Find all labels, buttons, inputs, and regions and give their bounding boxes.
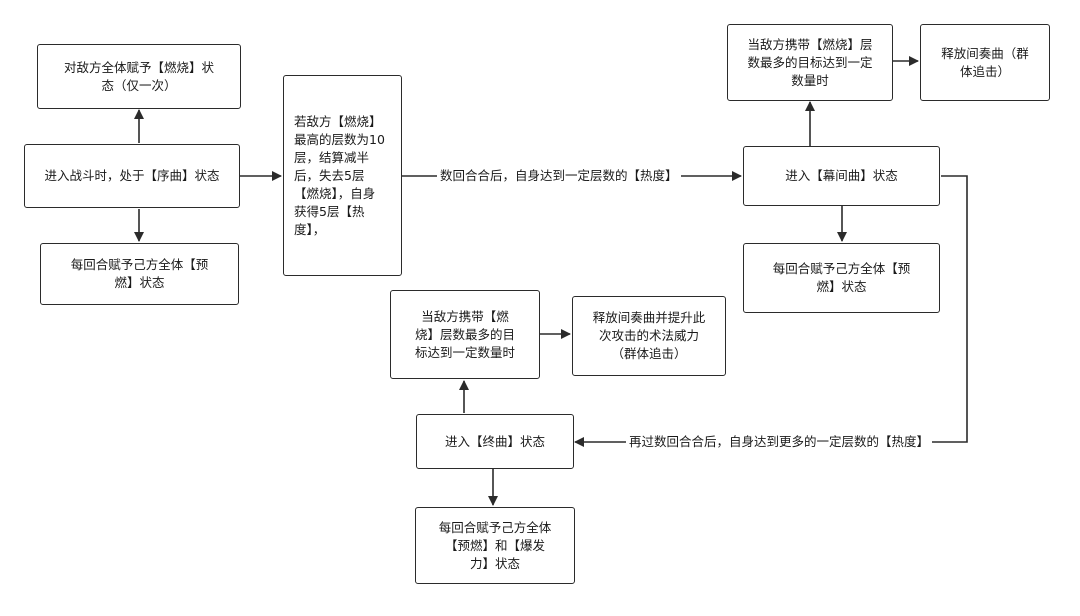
prelude-box: 进入战斗时，处于【序曲】状态 bbox=[24, 144, 240, 208]
cond-mid-box: 当敌方携带【燃 烧】层数最多的目 标达到一定数量时 bbox=[390, 290, 540, 379]
finale-box: 进入【终曲】状态 bbox=[416, 414, 574, 469]
preburn-box-2: 每回合赋予己方全体【预 燃】状态 bbox=[743, 243, 940, 313]
release-mid-box: 释放间奏曲并提升此 次攻击的术法威力 （群体追击） bbox=[572, 296, 726, 376]
burn-all-box: 对敌方全体赋予【燃烧】状 态（仅一次） bbox=[37, 44, 241, 109]
preburn-box-1: 每回合赋予己方全体【预 燃】状态 bbox=[40, 243, 239, 305]
edge-label-to-interlude: 数回合合后，自身达到一定层数的【热度】 bbox=[437, 167, 681, 185]
edge-label-to-finale: 再过数回合合后，自身达到更多的一定层数的【热度】 bbox=[626, 433, 933, 451]
preburn-box-3: 每回合赋予己方全体 【预燃】和【爆发 力】状态 bbox=[415, 507, 575, 584]
burn-max-box: 若敌方【燃烧】 最高的层数为10 层，结算减半 后，失去5层 【燃烧】，自身 获… bbox=[283, 75, 402, 276]
interlude-box: 进入【幕间曲】状态 bbox=[743, 146, 940, 206]
cond-top-box: 当敌方携带【燃烧】层 数最多的目标达到一定 数量时 bbox=[727, 24, 893, 101]
release-top-box: 释放间奏曲（群 体追击） bbox=[920, 24, 1050, 101]
